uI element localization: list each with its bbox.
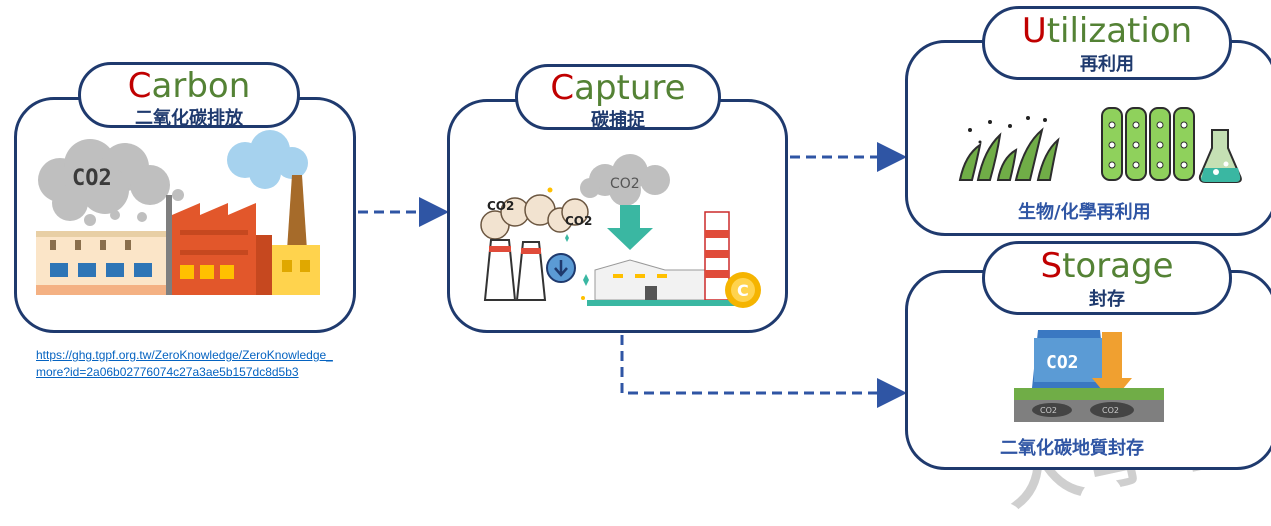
storage-word: torage — [1062, 246, 1174, 286]
utilization-subtitle: 再利用 — [1080, 54, 1134, 75]
utilization-caption: 生物/化學再利用 — [1018, 202, 1151, 223]
capture-initial: C — [550, 68, 575, 108]
capture-subtitle: 碳捕捉 — [591, 110, 645, 131]
factory-icon: CO2 — [36, 130, 320, 295]
carbon-initial: C — [127, 66, 152, 106]
carbon-subtitle: 二氧化碳排放 — [135, 108, 243, 129]
svg-text:CO2: CO2 — [1102, 406, 1119, 415]
svg-text:CO2: CO2 — [1040, 406, 1057, 415]
utilization-title-pill: Utilization 再利用 — [982, 6, 1232, 80]
capture-title-pill: Capture 碳捕捉 — [515, 64, 721, 131]
storage-initial: S — [1040, 246, 1063, 286]
co2-smoke-label: CO2 — [72, 166, 112, 191]
utilization-initial: U — [1021, 11, 1047, 51]
source-link[interactable]: https://ghg.tgpf.org.tw/ZeroKnowledge/Ze… — [36, 348, 333, 379]
storage-caption: 二氧化碳地質封存 — [1000, 438, 1144, 459]
co2-cloud-label: CO2 — [610, 176, 640, 192]
co2-tower-label-2: CO2 — [565, 214, 592, 228]
geological-storage-icon: CO2 CO2 CO2 — [1014, 330, 1164, 422]
storage-co2-label: CO2 — [1046, 352, 1079, 373]
algae-bioreactor-icon — [958, 107, 1242, 183]
connector-arrows — [358, 142, 907, 408]
arrow-capture-to-storage — [620, 335, 907, 408]
svg-text:C: C — [737, 281, 749, 300]
utilization-word: tilization — [1046, 11, 1193, 51]
storage-subtitle: 封存 — [1089, 289, 1125, 310]
capture-word: apture — [574, 68, 686, 108]
carbon-capture-plant-icon: CO2 CO2 CO2 C — [480, 154, 761, 308]
carbon-word: arbon — [151, 66, 251, 106]
carbon-title-pill: Carbon 二氧化碳排放 — [78, 62, 300, 129]
storage-title-pill: Storage 封存 — [982, 241, 1232, 315]
co2-tower-label-1: CO2 — [487, 199, 514, 213]
